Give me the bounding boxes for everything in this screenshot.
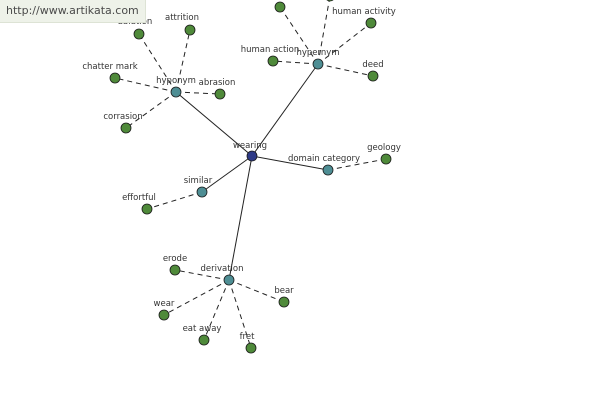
edge-wearing-domain_category (251, 155, 329, 171)
node-human-activity[interactable]: human activity (332, 7, 396, 29)
node-marker[interactable] (133, 28, 145, 40)
node-marker[interactable] (246, 150, 258, 162)
node-marker[interactable] (196, 186, 208, 198)
node-marker[interactable] (141, 203, 153, 215)
edge-hyponym-corrasion (125, 91, 177, 129)
node-label: hypernym (296, 48, 339, 58)
node-label: bear (274, 286, 294, 296)
nodes-layer: wearing hyponym hypernym domain category sim… (82, 0, 401, 354)
node-label: wear (154, 299, 175, 309)
edge-similar-effortful (146, 191, 203, 210)
node-label: eat away (183, 324, 222, 334)
edge-wearing-similar (201, 155, 253, 193)
node-marker[interactable] (214, 88, 226, 100)
edge-derivation-erode (174, 269, 230, 281)
edge-hypernym-human_activity (317, 22, 372, 65)
node-chatter-mark[interactable]: chatter mark (82, 62, 138, 84)
node-marker[interactable] (223, 274, 235, 286)
edge-derivation-bear (228, 279, 285, 303)
edge-hyponym-chatter_mark (114, 77, 177, 93)
node-marker[interactable] (169, 264, 181, 276)
node-corrasion[interactable]: corrasion (103, 112, 143, 134)
node-wearing[interactable]: wearing (233, 141, 267, 162)
node-label: wearing (233, 141, 267, 151)
node-hyponym[interactable]: hyponym (156, 76, 196, 98)
node-label: fret (240, 332, 256, 342)
node-label: attrition (165, 13, 199, 23)
edge-derivation-wear (163, 279, 230, 316)
edge-hypernym-human_action (272, 60, 319, 65)
node-hypernym[interactable]: hypernym (296, 48, 340, 70)
node-marker[interactable] (109, 72, 121, 84)
edge-wearing-derivation (228, 155, 253, 281)
node-geology[interactable]: geology (367, 143, 401, 165)
node-marker[interactable] (312, 58, 324, 70)
node-marker[interactable] (198, 334, 210, 346)
edge-wearing-hyponym (175, 91, 253, 157)
node-label: abrasion (199, 78, 236, 88)
edge-derivation-fret (228, 279, 252, 349)
node-label: erode (163, 254, 187, 264)
node-hyper-top-right[interactable] (325, 0, 335, 2)
node-fret[interactable]: fret (240, 332, 257, 354)
edges-layer (114, 0, 387, 349)
edge-hypernym-hyper_top_right (317, 0, 330, 65)
node-marker[interactable] (367, 70, 379, 82)
node-marker[interactable] (325, 0, 335, 2)
edge-derivation-eat_away (203, 279, 230, 341)
node-erode[interactable]: erode (163, 254, 187, 276)
node-eat-away[interactable]: eat away (183, 324, 222, 346)
edge-hyponym-attrition (175, 29, 191, 93)
node-marker[interactable] (267, 55, 279, 67)
node-label: chatter mark (82, 62, 137, 72)
node-abrasion[interactable]: abrasion (199, 78, 236, 100)
node-marker[interactable] (158, 309, 170, 321)
node-marker[interactable] (184, 24, 196, 36)
edge-hypernym-deed (317, 63, 374, 77)
node-label: domain category (288, 154, 360, 164)
edge-hypernym-hyper_top_left (279, 6, 319, 65)
node-domain-category[interactable]: domain category (288, 154, 360, 176)
node-derivation[interactable]: derivation (200, 264, 244, 286)
node-label: deed (362, 60, 383, 70)
node-hyper-top-left[interactable] (274, 1, 286, 13)
node-marker[interactable] (365, 17, 377, 29)
node-wear[interactable]: wear (154, 299, 175, 321)
node-deed[interactable]: deed (362, 60, 384, 82)
node-label: effortful (122, 193, 156, 203)
node-marker[interactable] (380, 153, 392, 165)
node-marker[interactable] (245, 342, 257, 354)
node-label: similar (184, 176, 213, 186)
node-bear[interactable]: bear (274, 286, 294, 308)
node-marker[interactable] (120, 122, 132, 134)
edge-domain_category-geology (327, 158, 387, 171)
node-similar[interactable]: similar (184, 176, 213, 198)
node-effortful[interactable]: effortful (122, 193, 156, 215)
node-label: human activity (332, 7, 396, 17)
node-label: corrasion (103, 112, 142, 122)
edge-wearing-hypernym (251, 63, 319, 157)
node-label: human action (241, 45, 300, 55)
node-label: geology (367, 143, 401, 153)
node-label: hyponym (156, 76, 196, 86)
site-url-link[interactable]: http://www.artikata.com (0, 0, 146, 23)
edge-hyponym-abrasion (175, 91, 221, 95)
node-label: derivation (200, 264, 243, 274)
edge-hyponym-ablation (138, 33, 177, 93)
node-marker[interactable] (322, 164, 334, 176)
node-marker[interactable] (274, 1, 286, 13)
node-attrition[interactable]: attrition (165, 13, 199, 36)
node-marker[interactable] (278, 296, 290, 308)
node-marker[interactable] (170, 86, 182, 98)
node-human-action[interactable]: human action (241, 45, 300, 67)
